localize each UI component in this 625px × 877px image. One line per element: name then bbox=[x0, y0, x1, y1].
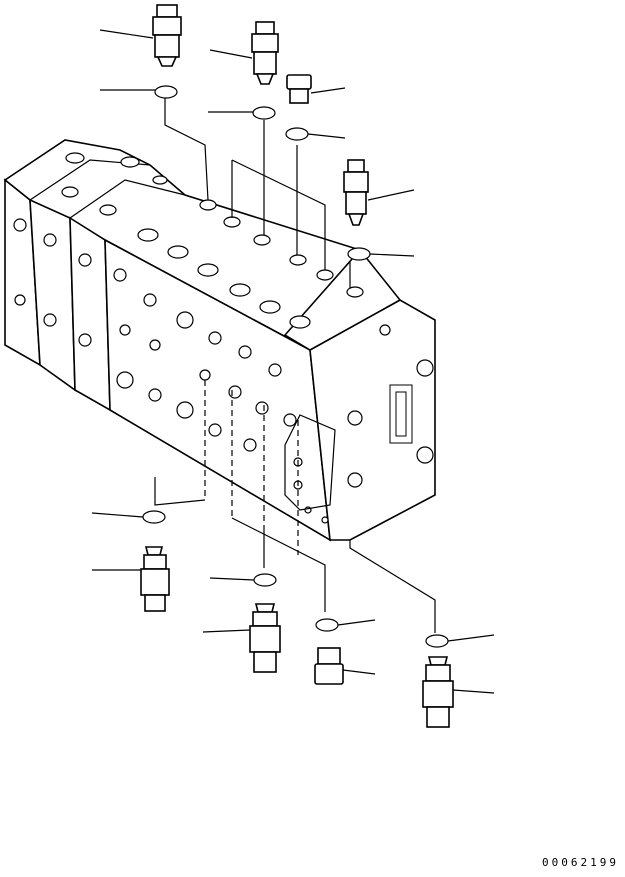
plug-bottom bbox=[314, 647, 376, 685]
o-ring-top-2 bbox=[208, 106, 276, 120]
o-ring-top-3 bbox=[285, 127, 346, 141]
relief-valve-bottom-right bbox=[422, 656, 495, 728]
o-ring-top-1 bbox=[100, 85, 178, 99]
relief-valve-top-1 bbox=[99, 4, 182, 67]
top-face-ports bbox=[61, 152, 364, 329]
o-ring-bottom-1 bbox=[91, 510, 166, 524]
o-ring-bottom-2 bbox=[209, 573, 277, 587]
plug-top bbox=[286, 74, 346, 104]
o-ring-bottom-right bbox=[425, 634, 495, 648]
o-ring-top-right bbox=[347, 247, 415, 261]
control-valve-block bbox=[3, 139, 436, 542]
upper-leader-lines bbox=[164, 98, 351, 288]
relief-valve-bottom-2 bbox=[202, 603, 281, 673]
relief-valve-top-right bbox=[343, 159, 415, 226]
o-ring-bottom-3 bbox=[315, 618, 376, 632]
lower-leader-lines bbox=[154, 380, 436, 633]
relief-valve-bottom-1 bbox=[92, 546, 170, 612]
relief-valve-top-2 bbox=[209, 21, 279, 85]
drawing-number: 00062199 bbox=[542, 856, 619, 869]
